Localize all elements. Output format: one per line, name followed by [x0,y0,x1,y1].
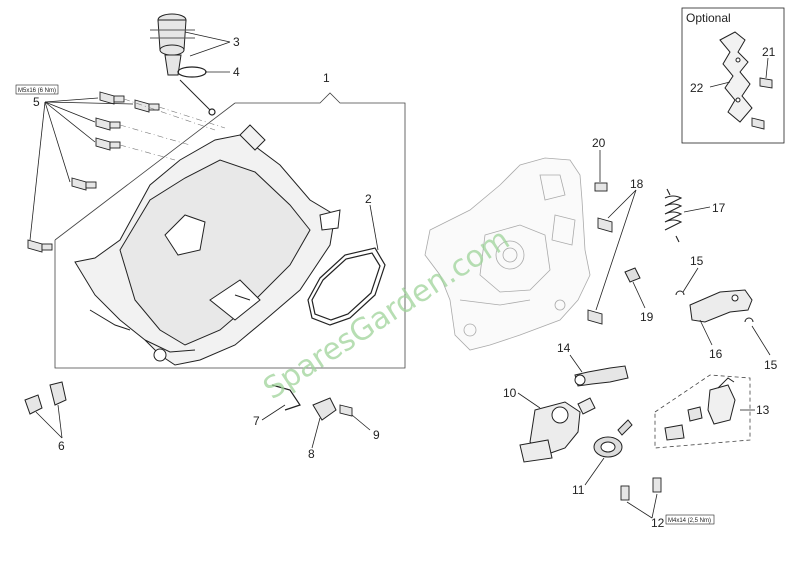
part-18-screws [587,217,613,325]
dashed-axes-5 [119,98,226,161]
callout-9: 9 [373,428,380,442]
callout-numbers: 1 2 3 4 5 6 7 8 9 10 11 12 13 14 15 15 1… [33,35,778,530]
callout-6: 6 [58,439,65,453]
callout-20: 20 [592,136,606,150]
leaders-7-8-9 [261,404,371,449]
part-14-hose [574,365,629,387]
callout-12: 12 [651,516,665,530]
part-22-chain-catcher [719,31,753,123]
part-1-housing [74,124,341,366]
callout-15a: 15 [690,254,704,268]
callout-10: 10 [503,386,517,400]
callout-18: 18 [630,177,644,191]
part-4-oring [177,66,216,116]
callout-15b: 15 [764,358,778,372]
callout-17: 17 [712,201,726,215]
assembly-frame-13 [654,374,751,449]
crankcase-background [424,157,591,351]
leaders-5 [29,97,134,241]
callout-1: 1 [323,71,330,85]
leader-14 [569,354,583,373]
spec-label-12: M4x14 (2,5 Nm) [665,514,715,525]
leaders-21-22 [709,57,769,88]
svg-text:M5x16 (6 Nm): M5x16 (6 Nm) [18,88,56,94]
part-10-oil-pump [519,397,596,463]
assembly-frame-1 [54,92,406,369]
callout-11: 11 [572,483,585,497]
callout-21: 21 [762,45,776,59]
leader-10 [517,392,541,409]
part-21-screws [751,77,773,130]
leader-2 [369,204,379,251]
leaders-12 [626,493,658,519]
part-12-screws [620,477,662,501]
callout-8: 8 [308,447,315,461]
part-7-rod [271,384,301,411]
callout-19: 19 [640,310,654,324]
callout-2: 2 [365,192,372,206]
part-15-clips [675,290,754,323]
optional-box [681,7,785,144]
leader-19 [632,281,646,309]
callout-16: 16 [709,347,723,361]
svg-text:M4x14 (2,5 Nm): M4x14 (2,5 Nm) [668,518,711,524]
part-2-gasket [307,247,386,326]
leaders-15-16 [682,267,771,356]
callout-5: 5 [33,95,40,109]
callout-4: 4 [233,65,240,79]
part-17-spring [664,188,683,243]
part-20-screw [594,182,608,192]
part-16-lever [689,289,753,323]
leader-11 [584,457,605,486]
callout-22: 22 [690,81,704,95]
part-8-plate [312,397,337,421]
leaders-6 [35,404,63,439]
leader-17 [683,206,711,213]
part-3-cap [150,13,195,76]
part-6-clips [24,381,67,415]
leaders-18 [595,189,637,311]
callout-13: 13 [756,403,770,417]
part-9-screw [339,404,353,417]
part-19-nut [624,267,641,283]
spec-label-5: M5x16 (6 Nm) [15,84,59,95]
part-5-screws [27,91,160,253]
part-11-worm [593,419,633,458]
callout-14: 14 [557,341,571,355]
part-13-kit [664,377,736,441]
leaders-3-4 [184,31,231,73]
callout-3: 3 [233,35,240,49]
callout-7: 7 [253,414,260,428]
optional-title: Optional [686,11,731,25]
